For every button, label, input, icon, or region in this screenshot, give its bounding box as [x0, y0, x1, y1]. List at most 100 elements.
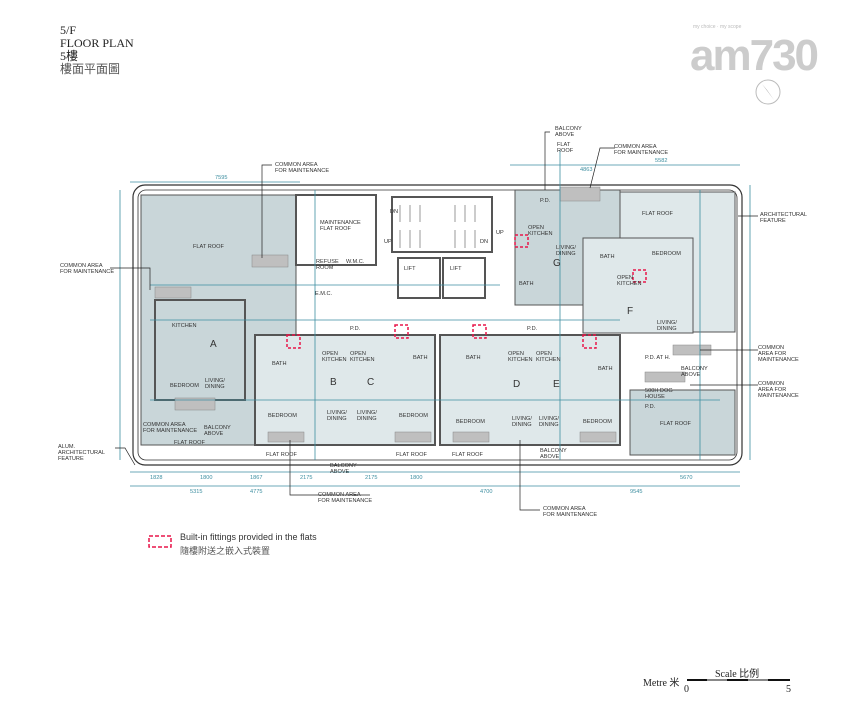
scale-end: 5	[786, 684, 791, 695]
room-label: OPEN KITCHEN	[536, 351, 561, 363]
room-label: FLAT ROOF	[396, 452, 427, 458]
room-label: FLAT ROOF	[266, 452, 297, 458]
dimension-label: 2175	[300, 475, 313, 481]
built-in-fittings	[286, 234, 647, 349]
room-label: FLAT ROOF	[660, 421, 691, 427]
dimension-label: 5670	[680, 475, 693, 481]
room-label: DN	[390, 209, 399, 215]
scale-start: 0	[684, 684, 689, 695]
room-label: BEDROOM	[268, 413, 297, 419]
page-title-zh: 樓面平面圖	[60, 62, 121, 76]
building-outline	[132, 184, 743, 466]
room-label: C	[367, 377, 375, 388]
room-label: FLAT ROOF	[557, 142, 574, 154]
room-label: OPEN KITCHEN	[350, 351, 375, 363]
scale-label: Scale 比例	[715, 669, 760, 680]
room-label: LIVING/ DINING	[357, 410, 377, 422]
dimension-label: 4775	[250, 489, 263, 495]
room-label: COMMON AREA FOR MAINTENANCE	[275, 162, 330, 174]
room-label: COMMON AREA FOR MAINTENANCE	[614, 144, 669, 156]
room-label: BEDROOM	[456, 419, 485, 425]
dimension-label: 1800	[410, 475, 423, 481]
room-label: LIVING/ DINING	[327, 410, 347, 422]
room-label: FLAT ROOF	[642, 211, 673, 217]
dimension-label: 1800	[200, 475, 213, 481]
room-label: G	[553, 258, 561, 269]
room-label: COMMON AREA FOR MAINTENANCE	[543, 506, 598, 518]
room-label: E	[553, 379, 560, 390]
dimension-label: 1828	[150, 475, 163, 481]
room-label: COMMON AREA FOR MAINTENANCE	[758, 381, 799, 399]
room-label: BEDROOM	[652, 251, 681, 257]
room-label: KITCHEN	[172, 323, 197, 329]
room-label: P.D.	[527, 326, 538, 332]
room-label: BALCONY ABOVE	[540, 448, 567, 460]
room-label: LIVING/ DINING	[205, 378, 225, 390]
room-label: E.M.C.	[315, 291, 333, 297]
room-label: FLAT ROOF	[193, 244, 224, 250]
flat-a	[154, 299, 246, 401]
maintenance-flat-roof	[295, 194, 377, 266]
lift-1	[397, 257, 441, 299]
room-label: BALCONY ABOVE	[204, 425, 231, 437]
room-label: MAINTENANCE FLAT ROOF	[320, 220, 361, 232]
legend-label: Built-in fittings provided in the flats	[180, 532, 317, 542]
room-label: UP	[384, 239, 392, 245]
room-label: BEDROOM	[170, 383, 199, 389]
room-label: F	[627, 306, 634, 317]
room-label: COMMON AREA FOR MAINTENANCE	[143, 422, 198, 434]
logo-tagline: my choice · my scope	[693, 24, 742, 30]
flat-roof-southeast	[629, 389, 736, 456]
dimension-label: 5582	[655, 158, 668, 164]
room-label: REFUSE ROOM	[316, 259, 339, 271]
room-label: DN	[480, 239, 489, 245]
room-label: LIVING/ DINING	[512, 416, 532, 428]
room-label: ALUM. ARCHITECTURAL FEATURE	[58, 444, 105, 462]
room-label: BALCONY ABOVE	[555, 126, 582, 138]
dimension-label: 2175	[365, 475, 378, 481]
floor-number: 5/F	[60, 23, 77, 37]
room-label: BALCONY ABOVE	[681, 366, 708, 378]
dimension-label: 4863	[580, 167, 593, 173]
room-label: LIVING/ DINING	[539, 416, 559, 428]
dimension-lines	[119, 150, 751, 487]
room-label: COMMON AREA FOR MAINTENANCE	[318, 492, 373, 504]
room-label: COMMON AREA FOR MAINTENANCE	[60, 263, 115, 275]
built-in-fittings-legend-swatch	[148, 535, 172, 548]
room-label: LIFT	[450, 266, 462, 272]
room-label: LIVING/ DINING	[556, 245, 576, 257]
dimension-label: 1867	[250, 475, 263, 481]
room-label: OPEN KITCHEN	[322, 351, 347, 363]
room-label: BATH	[600, 254, 615, 260]
room-label: BEDROOM	[583, 419, 612, 425]
room-label: FLAT ROOF	[174, 440, 205, 446]
room-label: BEDROOM	[399, 413, 428, 419]
room-label: 500H DOG HOUSE	[645, 388, 673, 400]
room-label: OPEN KITCHEN	[528, 225, 553, 237]
room-label: LIFT	[404, 266, 416, 272]
floor-number-zh: 5樓	[60, 49, 79, 63]
room-label: BATH	[466, 355, 481, 361]
am730-logo: am730	[690, 31, 819, 80]
flats-b-c	[254, 334, 436, 446]
scale-unit: Metre 米	[643, 678, 680, 689]
dimension-label: 9545	[630, 489, 643, 495]
room-label: UP	[496, 230, 504, 236]
room-label: P.D.	[645, 404, 656, 410]
flat-f	[582, 237, 694, 334]
room-label: ARCHITECTURAL FEATURE	[760, 212, 807, 224]
room-label: W.M.C.	[346, 259, 365, 265]
room-label: LIVING/ DINING	[657, 320, 677, 332]
dimension-label: 5315	[190, 489, 203, 495]
staircase	[391, 196, 493, 253]
room-label: BATH	[519, 281, 534, 287]
room-label: P.D. AT H.	[645, 355, 671, 361]
north-compass-icon	[755, 79, 781, 105]
room-label: B	[330, 377, 337, 388]
room-label: OPEN KITCHEN	[508, 351, 533, 363]
lift-2	[442, 257, 486, 299]
flats-d-e	[439, 334, 621, 446]
dimension-label: 4700	[480, 489, 493, 495]
